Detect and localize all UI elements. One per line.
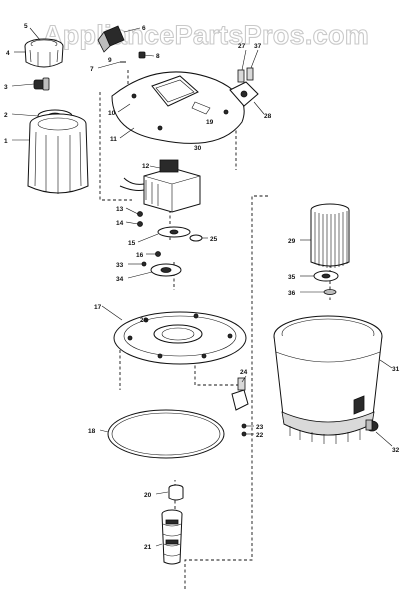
part-base-housing bbox=[27, 113, 89, 194]
callout-9: 9 bbox=[108, 57, 112, 64]
callout-32: 32 bbox=[392, 447, 400, 454]
callout-7: 7 bbox=[90, 66, 94, 73]
part-blade bbox=[141, 261, 182, 277]
callout-36: 36 bbox=[288, 290, 296, 297]
callout-6: 6 bbox=[142, 25, 146, 32]
callout-26: 26 bbox=[140, 317, 148, 324]
part-cap bbox=[24, 38, 64, 68]
part-switch-bracket bbox=[229, 67, 259, 107]
part-mount-plate bbox=[113, 311, 247, 365]
callout-37: 37 bbox=[254, 43, 262, 50]
callout-25: 25 bbox=[210, 236, 218, 243]
part-spring-filter bbox=[161, 509, 183, 565]
callout-13: 13 bbox=[116, 206, 124, 213]
part-top-plate bbox=[111, 71, 245, 144]
callout-16: 16 bbox=[136, 252, 144, 259]
callout-27: 27 bbox=[238, 43, 246, 50]
callout-2: 2 bbox=[4, 112, 8, 119]
part-motor bbox=[119, 159, 201, 213]
part-fasteners bbox=[137, 211, 203, 257]
callout-35: 35 bbox=[288, 274, 296, 281]
part-pleated-filter bbox=[310, 203, 350, 268]
part-drain-plug bbox=[365, 419, 379, 432]
callout-5: 5 bbox=[24, 23, 28, 30]
callout-20: 20 bbox=[144, 492, 152, 499]
callout-23: 23 bbox=[256, 424, 264, 431]
callout-33: 33 bbox=[116, 262, 124, 269]
callout-22: 22 bbox=[256, 432, 264, 439]
callout-19: 19 bbox=[206, 119, 214, 126]
callout-11: 11 bbox=[110, 136, 117, 143]
callout-labels: 5 4 3 2 1 6 7 8 10 11 12 13 14 15 25 16 … bbox=[4, 23, 400, 551]
callout-30: 30 bbox=[194, 145, 202, 152]
callout-21: 21 bbox=[144, 544, 152, 551]
part-switch-clip bbox=[97, 25, 146, 63]
watermark-text: AppliancePartsPros.com bbox=[43, 20, 369, 50]
leader-lines bbox=[11, 27, 393, 547]
callout-8: 8 bbox=[156, 53, 160, 60]
callout-4: 4 bbox=[6, 50, 10, 57]
callout-12: 12 bbox=[142, 163, 150, 170]
part-grommet bbox=[168, 484, 184, 501]
callout-31: 31 bbox=[392, 366, 400, 373]
callout-3: 3 bbox=[4, 84, 8, 91]
callout-1: 1 bbox=[4, 138, 8, 145]
callout-34: 34 bbox=[116, 276, 124, 283]
callout-17: 17 bbox=[94, 304, 102, 311]
callout-28: 28 bbox=[264, 113, 272, 120]
callout-18: 18 bbox=[88, 428, 96, 435]
part-knob bbox=[33, 77, 50, 91]
callout-14: 14 bbox=[116, 220, 124, 227]
part-gasket-ring bbox=[107, 409, 225, 459]
callout-15: 15 bbox=[128, 240, 136, 247]
callout-10: 10 bbox=[108, 110, 116, 117]
part-filter-cap bbox=[313, 270, 339, 295]
part-hose-connector bbox=[231, 377, 249, 437]
callout-24: 24 bbox=[240, 369, 248, 376]
part-canister bbox=[273, 315, 383, 444]
callout-29: 29 bbox=[288, 238, 296, 245]
